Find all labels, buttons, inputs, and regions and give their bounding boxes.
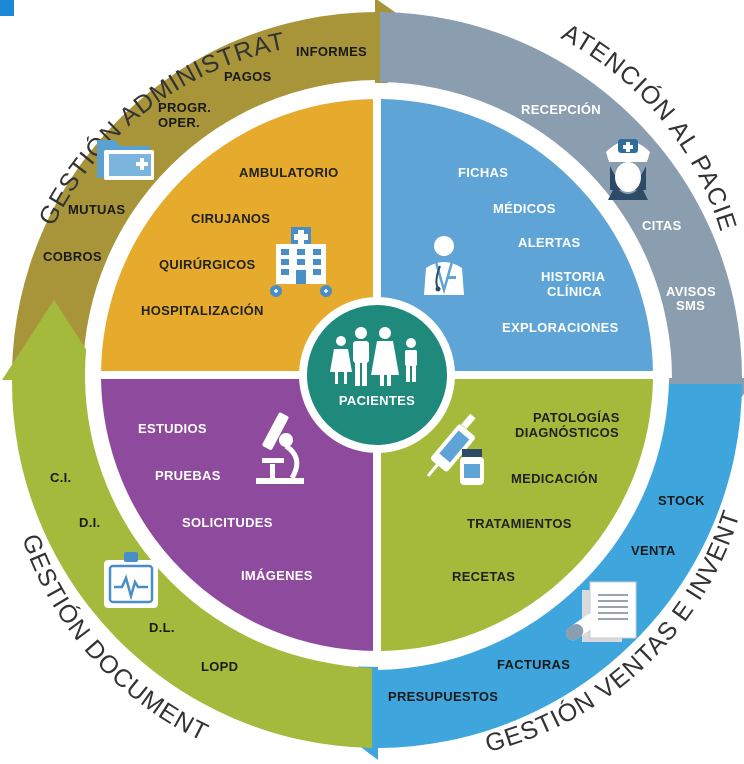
ring-label-ci: C.I. — [50, 470, 71, 485]
quad-label-medicos: MÉDICOS — [493, 201, 556, 216]
ring-label-dl: D.L. — [149, 620, 175, 635]
ring-label-di: D.I. — [79, 515, 100, 530]
ring-label-venta: VENTA — [631, 543, 676, 558]
ring-label-sms: SMS — [676, 298, 705, 313]
quad-label-solicitudes: SOLICITUDES — [182, 515, 273, 530]
documents-pills-icon — [565, 581, 637, 642]
hospital-icon — [270, 227, 332, 297]
ring-label-recepcion: RECEPCIÓN — [521, 102, 601, 117]
ring-label-facturas: FACTURAS — [497, 657, 570, 672]
doctor-icon — [424, 236, 464, 295]
quad-label-medicacion: MEDICACIÓN — [511, 471, 598, 486]
quad-label-alertas: ALERTAS — [518, 235, 581, 250]
ring-label-avisos: AVISOS — [666, 284, 716, 299]
quad-label-quirurgicos: QUIRÚRGICOS — [159, 257, 255, 272]
quad-label-fichas: FICHAS — [458, 165, 508, 180]
quad-label-tratamientos: TRATAMIENTOS — [467, 516, 572, 531]
ring-label-oper: OPER. — [158, 115, 200, 130]
nurse-icon — [606, 139, 650, 200]
corner-marker — [0, 0, 14, 16]
ring-label-informes: INFORMES — [296, 44, 367, 59]
microscope-icon — [256, 412, 304, 484]
syringe-icon — [426, 413, 484, 485]
folder-icon — [97, 140, 154, 180]
ring-label-progr: PROGR. — [158, 100, 211, 115]
quad-label-hospitalizacion: HOSPITALIZACIÓN — [141, 303, 264, 318]
quad-label-clinica: CLÍNICA — [547, 284, 602, 299]
ring-label-citas: CITAS — [642, 218, 682, 233]
ring-label-presupuestos: PRESUPUESTOS — [388, 689, 498, 704]
ring-documental-arrow — [2, 300, 372, 748]
clipboard-ecg-icon — [104, 552, 158, 608]
ring-label-pagos: PAGOS — [224, 69, 272, 84]
ring-label-lopd: LOPD — [201, 659, 238, 674]
ring-label-mutuas: MUTUAS — [68, 202, 125, 217]
family-icon — [330, 327, 417, 386]
quad-label-imagenes: IMÁGENES — [241, 568, 313, 583]
quad-label-estudios: ESTUDIOS — [138, 421, 207, 436]
quad-label-ambulatorio: AMBULATORIO — [239, 165, 339, 180]
quad-label-exploraciones: EXPLORACIONES — [502, 320, 619, 335]
quad-label-pruebas: PRUEBAS — [155, 468, 221, 483]
quad-label-diagnosticos: DIAGNÓSTICOS — [515, 425, 619, 440]
center-label: PACIENTES — [339, 393, 415, 408]
ring-label-cobros: COBROS — [43, 249, 102, 264]
quad-label-recetas: RECETAS — [452, 569, 515, 584]
quad-label-patologias: PATOLOGÍAS — [533, 410, 620, 425]
quad-label-historia: HISTORIA — [541, 269, 606, 284]
quad-label-cirujanos: CIRUJANOS — [191, 211, 270, 226]
ring-label-stock: STOCK — [658, 493, 705, 508]
